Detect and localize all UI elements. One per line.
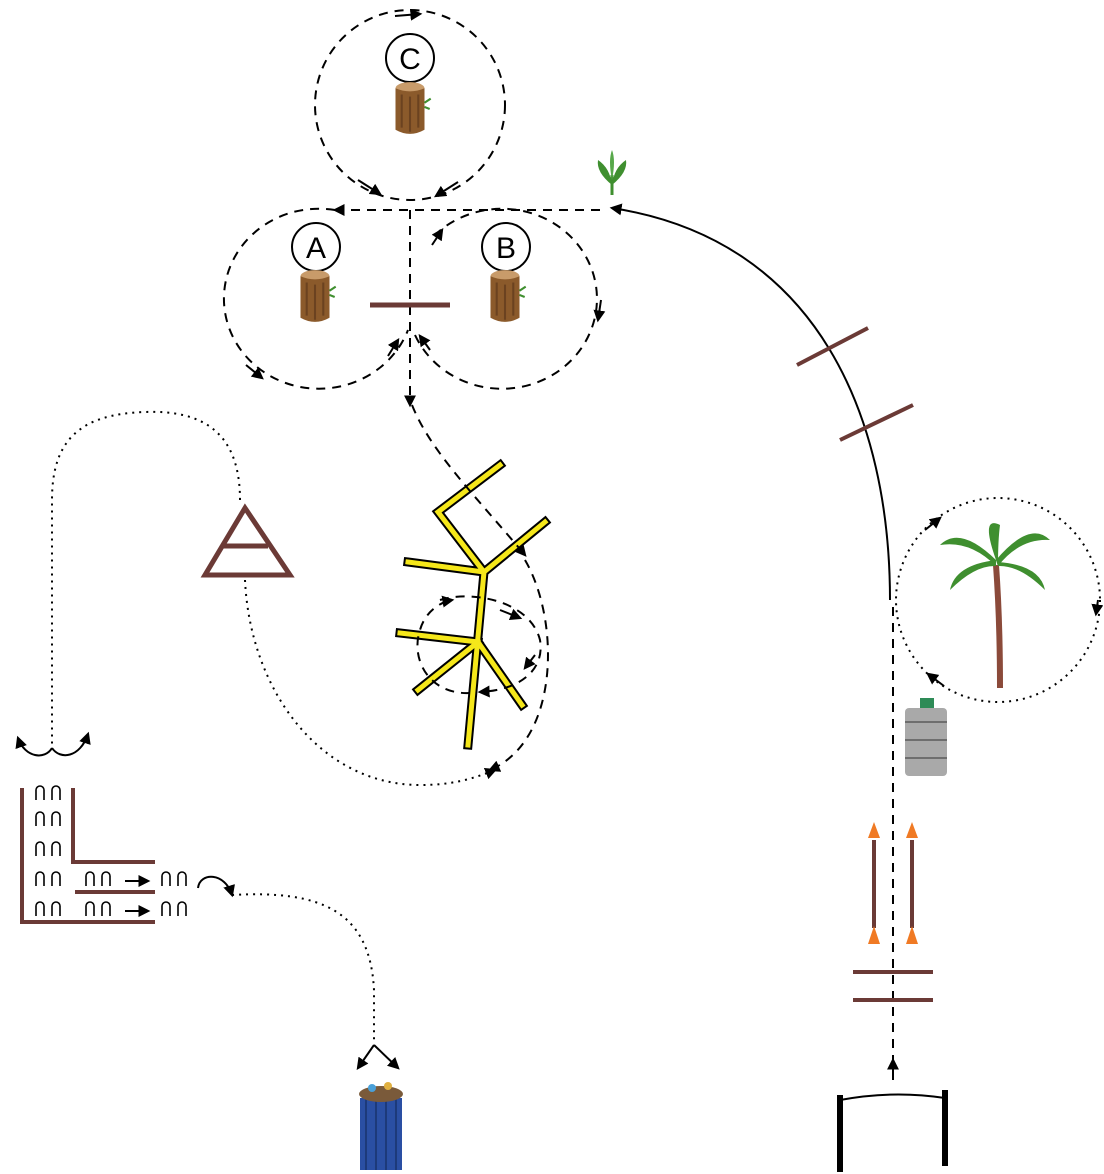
- dotted-path-bin: [231, 893, 375, 1040]
- node-b: B: [481, 222, 531, 323]
- dashed-branch-inner: [439, 595, 542, 698]
- dotted-path-bottom: [244, 579, 498, 787]
- tree-stump-icon: [394, 80, 432, 135]
- dashed-branch-loop: [487, 559, 549, 772]
- barrel-icon: [905, 698, 947, 776]
- gate-bar-curve-2: [839, 403, 914, 442]
- loop-a: [222, 207, 409, 390]
- dashed-branch-arrow-a: [499, 608, 523, 621]
- gate-bar-curve-1: [796, 326, 869, 367]
- solid-curve: [609, 203, 891, 601]
- loop-b-arrow-bottom: [418, 334, 431, 351]
- dashed-branch-arrow-b: [523, 654, 536, 670]
- node-a-label: A: [306, 232, 326, 265]
- tree-stump-icon: [299, 268, 337, 323]
- dotted-loop-palm: [895, 497, 1101, 703]
- entrance-icon: [837, 1090, 948, 1172]
- dotted-loop-arrow-top: [924, 516, 942, 531]
- palm-tree-icon: [940, 523, 1050, 689]
- loop-a-arrow-bottom: [245, 364, 264, 380]
- sprout-icon: [597, 150, 627, 195]
- road-gate-icon: [853, 970, 933, 1002]
- node-c-badge: [385, 33, 435, 83]
- recycling-bin-icon: [359, 1082, 403, 1170]
- loop-a-arrow-right: [387, 337, 400, 357]
- loop-b-arrow-right: [593, 299, 606, 323]
- traffic-cone-icon: [868, 822, 918, 944]
- node-c-label: C: [399, 43, 421, 76]
- node-a: A: [291, 222, 341, 323]
- split-arrow: [15, 731, 91, 757]
- tree-stump-icon: [489, 268, 527, 323]
- loop-b: [414, 207, 598, 390]
- node-c: C: [385, 33, 435, 135]
- split-arrow-bin: [356, 1044, 400, 1070]
- dashed-branch-flow: [411, 404, 527, 557]
- dotted-loop-arrow-bottom: [926, 672, 945, 687]
- warning-triangle-icon: [200, 503, 295, 578]
- stacking-rack-icon: [20, 785, 235, 924]
- loop-c: [314, 9, 506, 201]
- dotted-path-left: [51, 410, 241, 745]
- loop-c-arrow-left: [357, 179, 383, 196]
- dotted-loop-arrow-right: [1091, 599, 1104, 617]
- yellow-branch-inner: [397, 461, 549, 748]
- loop-b-arrow-left: [431, 228, 444, 246]
- node-b-label: B: [496, 232, 516, 265]
- loop-c-arrow-right: [433, 181, 459, 198]
- loop-c-arrow-top: [394, 8, 423, 21]
